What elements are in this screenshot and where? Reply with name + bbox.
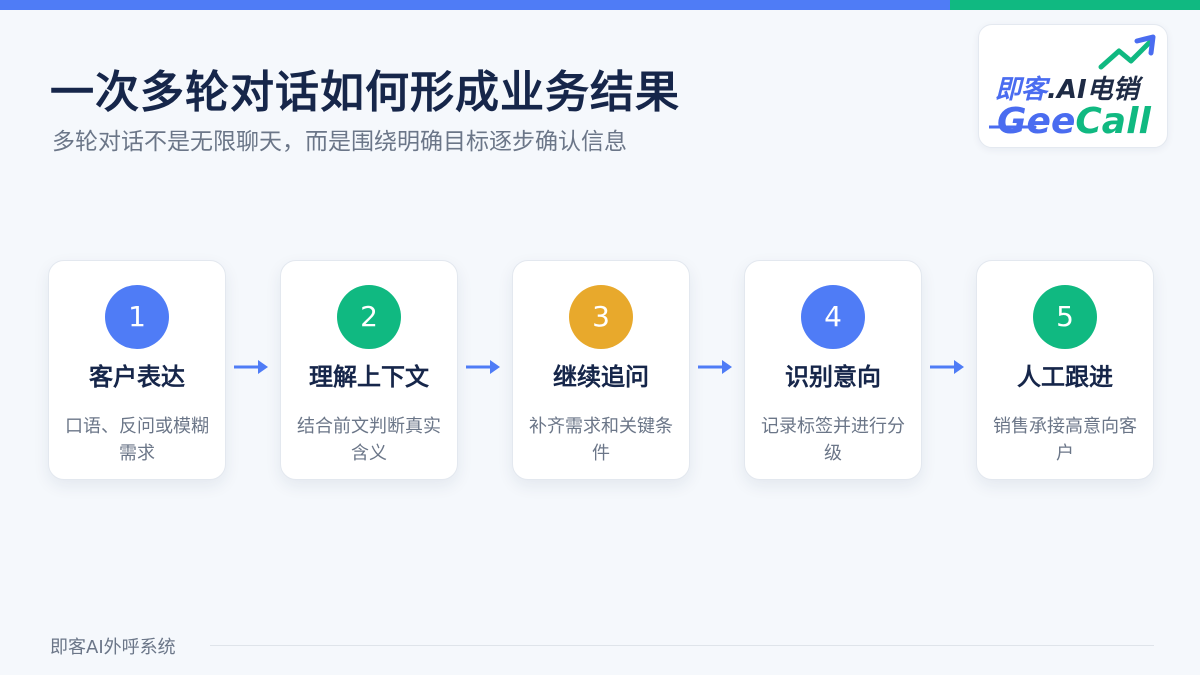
step-card-2: 2 理解上下文 结合前文判断真实含义 [280,260,458,480]
step-card-1: 1 客户表达 口语、反问或模糊需求 [48,260,226,480]
swoosh-icon [989,125,1037,129]
step-number-badge: 1 [105,285,169,349]
step-description: 销售承接高意向客户 [993,416,1137,464]
logo-english-text: GeeCall [997,101,1151,142]
step-title: 理解上下文 [309,363,429,391]
logo-cn-brand: 即客 [995,75,1048,105]
top-bar-green-segment [950,0,1200,10]
brand-logo: 即客.AI电销 GeeCall [978,24,1168,148]
trend-arrow-icon [1098,34,1156,70]
step-card-5: 5 人工跟进 销售承接高意向客户 [976,260,1154,480]
step-number-badge: 4 [801,285,865,349]
page-title: 一次多轮对话如何形成业务结果 [50,67,680,118]
top-bar-blue-segment [0,0,950,10]
step-card-3: 3 继续追问 补齐需求和关键条件 [512,260,690,480]
arrow-right-icon [698,360,732,374]
arrow-right-icon [466,360,500,374]
arrow-right-icon [234,360,268,374]
step-description: 结合前文判断真实含义 [297,416,441,464]
logo-en-part2: Call [1075,101,1151,142]
step-number-badge: 5 [1033,285,1097,349]
step-description: 补齐需求和关键条件 [529,416,673,464]
logo-cn-rest: .AI电销 [1047,75,1139,105]
top-accent-bar [0,0,1200,10]
logo-chinese-text: 即客.AI电销 [995,69,1139,106]
step-title: 继续追问 [553,363,649,391]
page-subtitle: 多轮对话不是无限聊天，而是围绕明确目标逐步确认信息 [52,129,627,155]
step-description: 口语、反问或模糊需求 [65,416,209,464]
process-steps: 1 客户表达 口语、反问或模糊需求 2 理解上下文 结合前文判断真实含义 3 继… [48,260,1158,482]
logo-en-part1: Gee [997,101,1076,142]
step-title: 人工跟进 [1017,363,1113,391]
footer-divider [210,645,1154,646]
step-description: 记录标签并进行分级 [761,416,905,464]
step-title: 识别意向 [785,363,881,391]
step-number-badge: 2 [337,285,401,349]
footer-brand-text: 即客AI外呼系统 [50,637,176,658]
step-card-4: 4 识别意向 记录标签并进行分级 [744,260,922,480]
arrow-right-icon [930,360,964,374]
step-number-badge: 3 [569,285,633,349]
step-title: 客户表达 [89,363,185,391]
